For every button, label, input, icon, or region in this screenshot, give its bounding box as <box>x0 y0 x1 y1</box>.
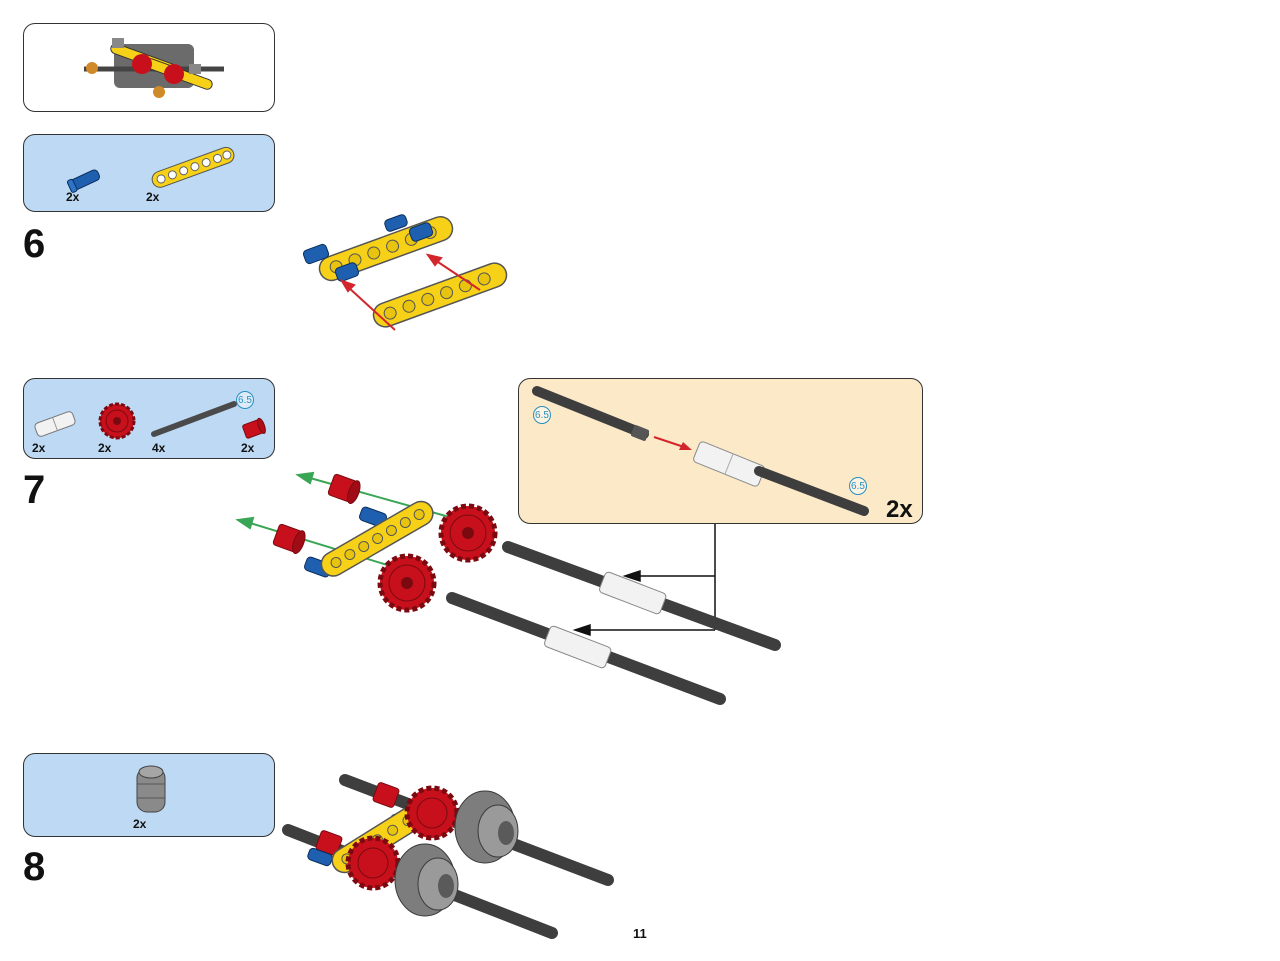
part-qty: 2x <box>98 441 112 455</box>
white-connector-part <box>34 411 76 437</box>
part-qty: 2x <box>66 190 80 204</box>
page-number: 11 <box>633 926 647 941</box>
step8-assembly-image <box>282 774 614 939</box>
subassembly-multiplier: 2x <box>886 496 913 523</box>
axle-part <box>151 401 237 437</box>
red-gear-part <box>98 402 136 440</box>
axle-length-tag: 6.5 <box>533 406 551 424</box>
part-qty: 2x <box>133 817 147 831</box>
blue-pin-part <box>66 169 100 193</box>
step7-number: 7 <box>23 468 46 512</box>
grey-hub-part <box>136 765 166 813</box>
part-qty: 2x <box>146 190 160 204</box>
yellow-beam-part <box>151 146 235 188</box>
step7-parts-callout: 2x 2x 6.5 4x 2x <box>23 378 275 459</box>
previous-model-image <box>84 38 224 98</box>
previous-model-box <box>23 23 275 112</box>
step7-assembly-image <box>235 471 781 705</box>
step8-parts-callout: 2x <box>23 753 275 837</box>
part-qty: 4x <box>152 441 166 455</box>
axle-length-tag: 6.5 <box>849 477 867 495</box>
subassembly-image <box>532 386 869 516</box>
step7-subassembly-callout: 6.5 6.5 2x <box>518 378 923 524</box>
step6-assembly-image <box>302 214 508 331</box>
step6-parts-callout: 2x 2x <box>23 134 275 212</box>
part-qty: 2x <box>241 441 255 455</box>
axle-length-tag: 6.5 <box>236 391 254 409</box>
step6-number: 6 <box>23 222 46 266</box>
step8-number: 8 <box>23 845 46 889</box>
part-qty: 2x <box>32 441 46 455</box>
red-bush-part <box>242 417 266 439</box>
